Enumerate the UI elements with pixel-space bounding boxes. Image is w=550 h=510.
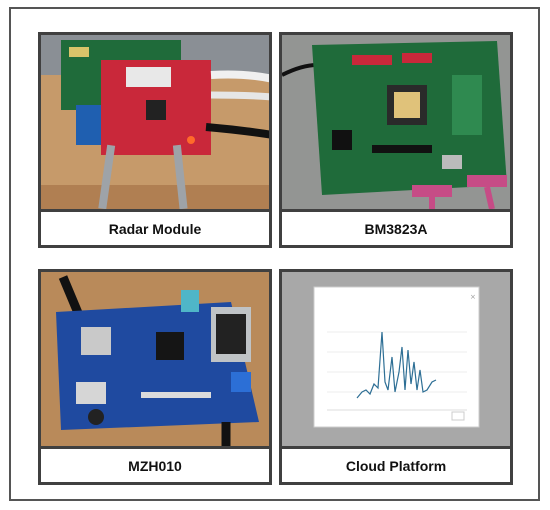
panel-caption: MZH010 [41,446,269,482]
panel-caption: BM3823A [282,209,510,245]
radar-module-photo [41,35,269,209]
panel-caption: Cloud Platform [282,446,510,482]
bm3823a-board-photo [282,35,510,209]
panel-radar-module: Radar Module [38,32,272,248]
panel-bm3823a: BM3823A [279,32,513,248]
panel-cloud-platform: × Cloud Platform [279,269,513,485]
figure-frame: Radar Module [9,7,540,501]
mzh010-board-photo [41,272,269,446]
svg-text:×: × [470,293,476,301]
panel-caption: Radar Module [41,209,269,245]
cloud-platform-chart-screenshot: × [282,272,510,446]
panel-mzh010: MZH010 [38,269,272,485]
